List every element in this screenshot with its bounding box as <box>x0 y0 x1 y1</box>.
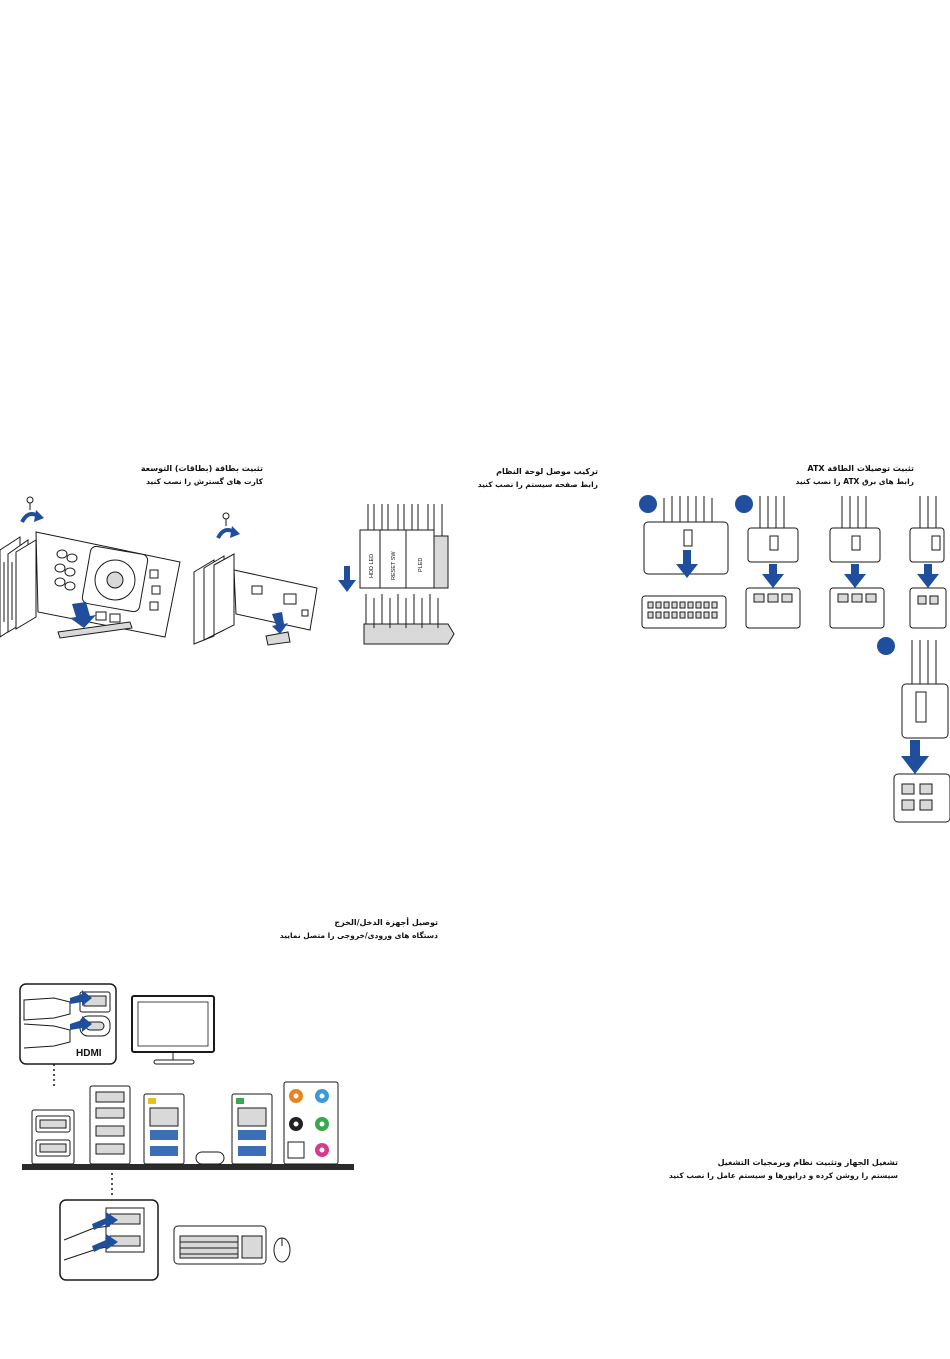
screw-icon <box>222 512 230 526</box>
power-caption: تثبيت توصيلات الطاقة ATX رابط های برق AT… <box>796 462 914 488</box>
pled-label: PLED <box>418 558 424 572</box>
screw-icon <box>26 496 34 510</box>
small-card-install-illustration <box>193 512 318 646</box>
expansion-subtitle: کارت های گسترش را نصب کنید <box>146 477 263 486</box>
step-marker <box>877 637 895 655</box>
reset-sw-label: RESET SW <box>391 551 397 580</box>
panel-connector-illustration: HDD LED RESET SW PLED <box>338 504 455 645</box>
step-marker <box>639 495 657 513</box>
io-caption: توصيل أجهزة الدخل/الخرج دستگاه های ورودی… <box>280 916 438 942</box>
atx-24pin-illustration <box>639 495 729 629</box>
panel-subtitle: رابط صفحه سیستم را نصب کنید <box>477 480 598 489</box>
pled-connector <box>405 529 435 589</box>
gpu-install-illustration <box>0 496 181 639</box>
panel-header-pins <box>363 594 455 645</box>
io-connection-illustration: HDMI <box>19 983 354 1281</box>
panel-title: تركيب موصل لوحة النظام <box>496 467 598 476</box>
os-subtitle: سیستم را روشن کرده و درایورها و سیستم عا… <box>668 1171 898 1180</box>
power-title: تثبيت توصيلات الطاقة ATX <box>807 464 914 473</box>
expansion-caption: تثبيت بطاقة (بطاقات) التوسعة کارت های گس… <box>141 462 263 488</box>
cpu-4pin-illustration <box>909 496 947 629</box>
pcie-power-illustration <box>877 637 950 823</box>
small-card <box>233 569 318 631</box>
hdd-led-label: HDD LED <box>369 554 375 578</box>
cpu-8pin-illustration-b <box>829 496 885 629</box>
case-slots <box>0 536 37 638</box>
monitor-icon <box>131 995 215 1065</box>
hdmi-logo: HDMI <box>76 1048 102 1059</box>
pcie-slot <box>57 621 133 639</box>
step-marker <box>735 495 753 513</box>
io-title: توصيل أجهزة الدخل/الخرج <box>334 918 438 927</box>
pcie-power-socket <box>893 773 950 823</box>
io-bar <box>22 1164 354 1170</box>
keyboard-icon <box>173 1225 267 1265</box>
io-subtitle: دستگاه های ورودی/خروجی را متصل نمایید <box>279 931 438 940</box>
os-title: تشغيل الجهاز وتثبيت نظام وبرمجيات التشغي… <box>717 1158 898 1167</box>
mouse-icon <box>273 1237 291 1263</box>
power-subtitle: رابط های برق ATX را نصب کنید <box>795 477 914 486</box>
panel-caption: تركيب موصل لوحة النظام رابط صفحه سیستم ر… <box>478 465 598 491</box>
cpu-8pin-illustration-a <box>735 495 801 629</box>
os-caption: تشغيل الجهاز وتثبيت نظام وبرمجيات التشغي… <box>669 1156 898 1182</box>
expansion-title: تثبيت بطاقة (بطاقات) التوسعة <box>140 464 263 473</box>
